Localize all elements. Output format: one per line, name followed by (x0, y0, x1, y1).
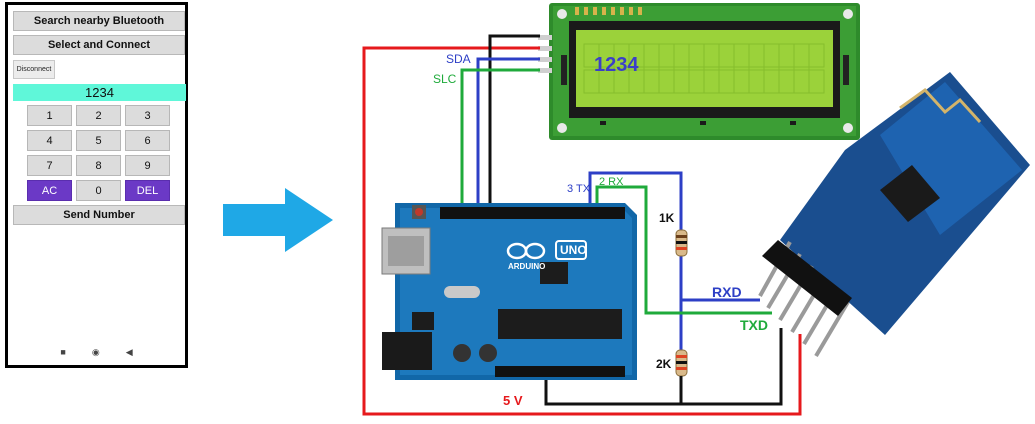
arduino-model-text: UNO (560, 243, 587, 257)
resistor-2k-label: 2K (656, 357, 672, 371)
arduino-uno-board (381, 203, 637, 380)
key-4[interactable]: 4 (27, 130, 72, 151)
select-connect-button[interactable]: Select and Connect (13, 35, 185, 55)
key-0[interactable]: 0 (76, 180, 121, 201)
key-2[interactable]: 2 (76, 105, 121, 126)
number-display: 1234 (13, 84, 186, 101)
search-bluetooth-button[interactable]: Search nearby Bluetooth (13, 11, 185, 31)
slc-label: SLC (433, 72, 457, 86)
key-1[interactable]: 1 (27, 105, 72, 126)
5v-label: 5 V (503, 393, 523, 408)
rx-pin-label: 2 RX (599, 176, 624, 188)
resistor-1k-label: 1K (659, 211, 675, 225)
resistor-2k (675, 349, 688, 404)
lcd-module (538, 3, 860, 140)
back-icon[interactable]: ◀ (125, 346, 133, 357)
key-6[interactable]: 6 (125, 130, 170, 151)
flow-arrow-icon (223, 188, 333, 252)
bluetooth-module (758, 72, 1030, 358)
resistor-1k (675, 229, 688, 257)
sda-label: SDA (446, 52, 471, 66)
tx-pin-label: 3 TX (567, 183, 591, 195)
key-clear[interactable]: AC (27, 180, 72, 201)
key-7[interactable]: 7 (27, 155, 72, 176)
key-9[interactable]: 9 (125, 155, 170, 176)
disconnect-button[interactable]: Disconnect (13, 60, 55, 79)
key-3[interactable]: 3 (125, 105, 170, 126)
lcd-text: 1234 (594, 54, 639, 76)
send-number-button[interactable]: Send Number (13, 205, 185, 225)
key-delete[interactable]: DEL (125, 180, 170, 201)
wires (362, 34, 802, 416)
phone-frame: Search nearby Bluetooth Select and Conne… (5, 2, 188, 368)
key-5[interactable]: 5 (76, 130, 121, 151)
txd-label: TXD (740, 317, 768, 333)
key-8[interactable]: 8 (76, 155, 121, 176)
recents-icon[interactable]: ■ (60, 347, 66, 357)
rxd-label: RXD (712, 284, 742, 300)
home-icon[interactable]: ◉ (91, 346, 100, 357)
arduino-brand-text: ARDUINO (508, 262, 546, 271)
android-navbar: ■ ◉ ◀ (8, 345, 185, 359)
